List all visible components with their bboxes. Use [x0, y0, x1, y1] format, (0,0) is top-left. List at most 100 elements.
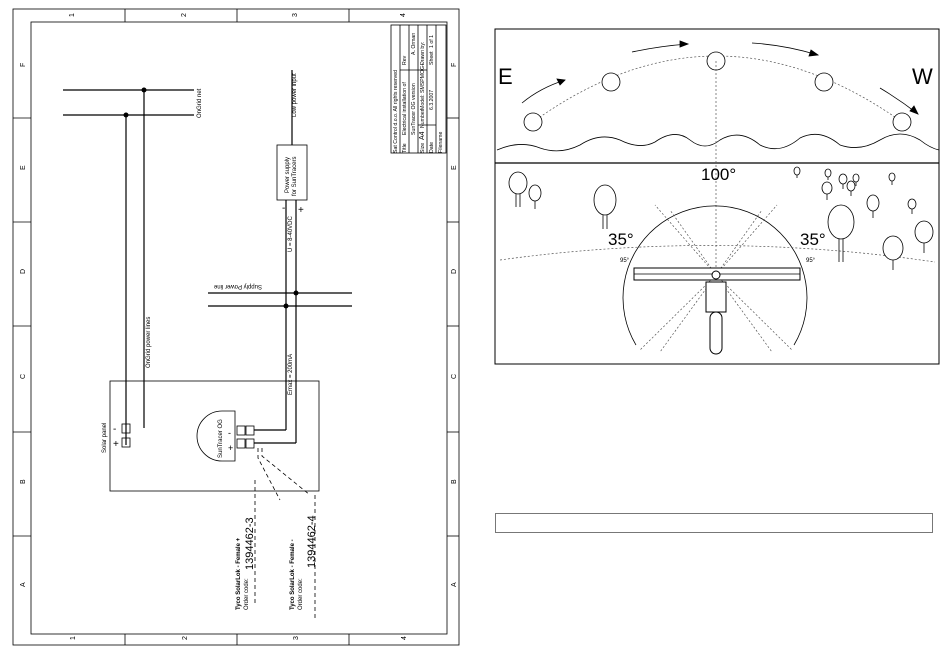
tree-icon [882, 235, 904, 270]
tree-icon [508, 171, 528, 207]
angle-right-label: 35° [800, 230, 826, 249]
tracker-swing-arc [622, 205, 808, 346]
angle-top-label: 100° [701, 165, 736, 184]
svg-text:+: + [228, 443, 233, 453]
row-mark-c-right: C [451, 374, 458, 379]
title-block-title-label: Title [402, 143, 408, 153]
angle-left-label: 35° [608, 230, 634, 249]
title-block-drawn: A. Orman [411, 33, 417, 55]
title-block-title-line2: SunTracer OG version [411, 83, 417, 135]
solar-panel-terminals: + - [113, 423, 131, 450]
row-mark-a-left: A [20, 582, 27, 587]
title-block-sheet-label: Sheet [429, 51, 435, 65]
svg-text:-: - [113, 424, 116, 435]
caption-box [495, 513, 933, 533]
row-mark-b-right: B [451, 479, 458, 484]
connector-female-minus: Tyco SolarLok - Female - Order code: 139… [290, 515, 318, 610]
voltage-label: U = 8-40VDC [288, 215, 294, 252]
tracker-post [709, 311, 723, 355]
col-mark-3-bottom: 3 [293, 636, 300, 640]
power-supply-label-1: Power supply [285, 157, 291, 193]
row-mark-d-left: D [20, 269, 27, 274]
title-block-model: Model: SMSPMOG+ [420, 63, 426, 110]
col-mark-3-top: 3 [292, 13, 299, 17]
col-mark-2-bottom: 2 [182, 636, 189, 640]
row-mark-e-left: E [20, 165, 27, 170]
row-mark-f-right: F [451, 63, 458, 67]
tracker-motor [705, 281, 727, 313]
tree-icon [888, 172, 896, 185]
title-block: Sat Control d.o.o. All rights reserved T… [390, 24, 447, 154]
ongrid-power-lines-label: OnGrid power lines [146, 317, 152, 368]
tree-icon [824, 168, 832, 180]
col-mark-4-top: 4 [400, 13, 407, 17]
tree-icon [827, 204, 855, 262]
svg-text:+: + [298, 205, 304, 216]
current-label: Emax = 200mA [288, 354, 294, 395]
svg-text:Order code:: Order code: [244, 578, 250, 610]
tree-icon [528, 184, 542, 209]
connector-male-code: 1394462-4 [306, 515, 318, 568]
angle-small-left-label: 95° [620, 258, 630, 264]
title-block-title-line1: Electrical installation of [402, 82, 408, 135]
row-mark-e-right: E [451, 165, 458, 170]
title-block-size-label: Size [420, 143, 426, 153]
low-power-input-label: Low power input [292, 73, 298, 117]
tree-icon [793, 166, 801, 178]
col-mark-1-bottom: 1 [70, 636, 77, 640]
frame-column-marks: 1 2 3 4 1 2 3 4 [69, 9, 408, 645]
supply-line-label: Supply Power line [213, 283, 262, 289]
hills-outline [496, 133, 940, 152]
sun-icon [814, 72, 834, 92]
ongrid-net: OnGrid net [63, 87, 203, 118]
frame-row-marks: F E D C B A F E D C B A [13, 63, 459, 587]
tree-icon [866, 194, 880, 218]
title-block-drawn-label: Drawn by: [420, 42, 426, 65]
svg-text:Order code:: Order code: [298, 578, 304, 610]
col-mark-1-top: 1 [69, 13, 76, 17]
solar-panel-label: Solar panel [102, 423, 108, 453]
title-block-date: 6.3.2007 [429, 90, 435, 110]
schematic-inner-frame [30, 21, 448, 635]
tree-icon [852, 173, 860, 186]
title-block-rev-label: Rev [402, 55, 408, 65]
row-mark-a-right: A [451, 582, 458, 587]
sun-icon [523, 112, 543, 132]
svg-text:+: + [113, 439, 119, 450]
title-block-sheet: 1 of 1 [429, 35, 435, 48]
tree-icon [838, 173, 848, 189]
col-mark-4-bottom: 4 [401, 636, 408, 640]
tracker-swing-rays [639, 204, 793, 353]
sun-icon [892, 112, 912, 132]
angle-small-right-label: 95° [806, 258, 816, 264]
title-block-number-label: Number [420, 109, 426, 128]
svg-text:-: - [282, 203, 285, 214]
connector-female-plus: Tyco SolarLok - Female + Order code: 139… [236, 517, 256, 610]
power-supply-label-2: for SunTracers [292, 157, 298, 196]
sun-direction-arrows [521, 40, 919, 115]
title-block-size: A4 [419, 131, 426, 140]
suntracer-label: SunTracer OG [218, 419, 224, 458]
row-mark-c-left: C [20, 374, 27, 379]
svg-text:Tyco SolarLok - Female -: Tyco SolarLok - Female - [290, 539, 296, 610]
trees [508, 166, 934, 270]
row-mark-b-left: B [20, 479, 27, 484]
tree-icon [846, 180, 856, 196]
title-block-date-label: Date [429, 142, 435, 153]
svg-text:-: - [228, 428, 231, 438]
electrical-schematic: 1 2 3 4 1 2 3 4 F E D C B A F [12, 8, 460, 646]
tree-icon [821, 181, 833, 200]
west-label: W [912, 64, 933, 89]
row-mark-d-right: D [451, 269, 458, 274]
connector-female-code: 1394462-3 [244, 517, 256, 570]
tracker-pivot-icon [711, 270, 721, 280]
title-block-company: Sat Control d.o.o. All rights reserved [393, 70, 399, 153]
sun-tracking-diagram: E W 100° 35° 35° 95° 95° [494, 28, 940, 365]
row-mark-f-left: F [20, 63, 27, 67]
sun-positions [523, 51, 912, 132]
schematic-outer-frame [12, 8, 460, 646]
sun-icon [601, 72, 621, 92]
svg-text:Tyco SolarLok - Female +: Tyco SolarLok - Female + [236, 537, 242, 610]
solar-panel-box [109, 380, 320, 492]
